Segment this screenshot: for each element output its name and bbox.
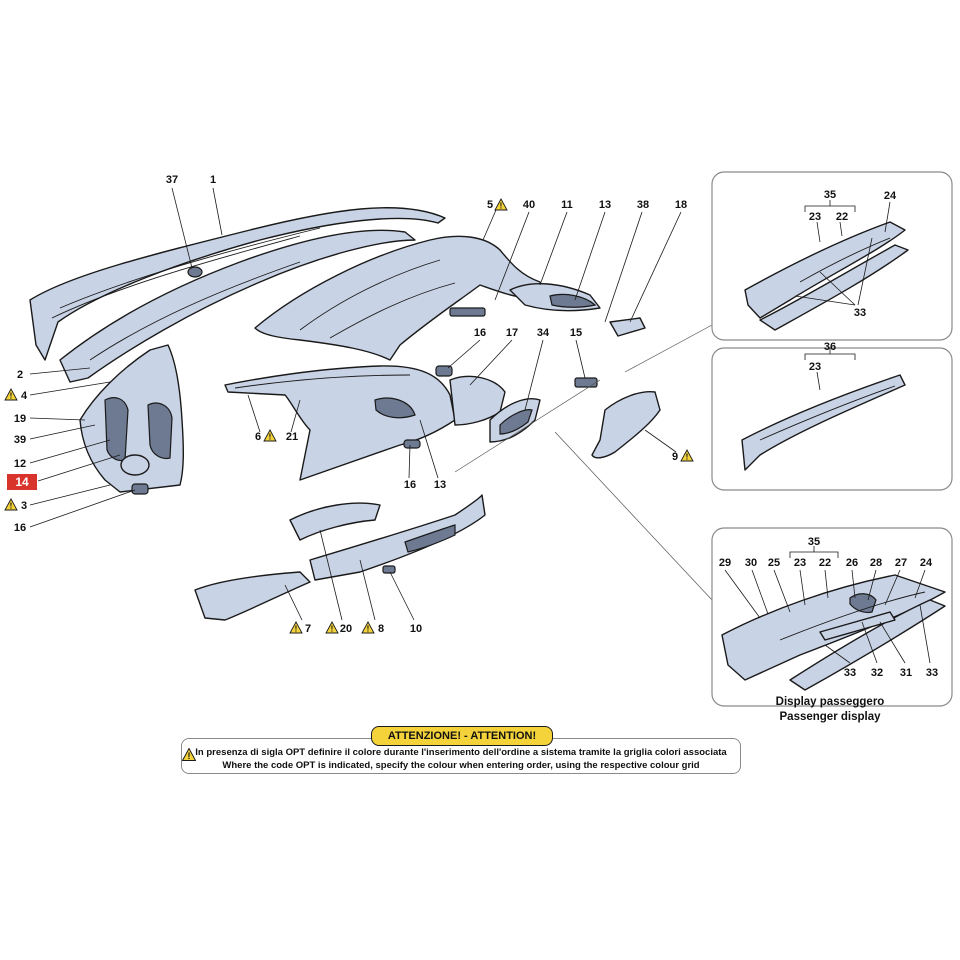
callout-9: 9 (672, 451, 678, 463)
inset-top-callout-35: 35 (824, 189, 836, 201)
callout-11: 11 (561, 199, 573, 211)
part-8-lower-long-trim[interactable] (309, 494, 486, 581)
callout-5: 5 (487, 199, 493, 211)
part-37-dash-panel[interactable] (59, 229, 416, 383)
callout-18: 18 (675, 199, 687, 211)
inset-bottom-callout-26: 26 (846, 557, 858, 569)
warning-icon: ! (182, 748, 196, 761)
inset-bottom-panel: 35 29 30 25 23 22 26 28 27 24 33 32 31 3… (711, 527, 953, 723)
attention-text-english: Where the code OPT is indicated, specify… (222, 760, 700, 771)
callout-4: 4 (21, 390, 28, 402)
part-1-upper-trim[interactable] (29, 207, 446, 361)
inset-bottom-callout-24: 24 (920, 557, 933, 569)
inset-bottom-callout-32: 32 (871, 667, 883, 679)
inset-middle-panel: 36 23 (711, 341, 953, 491)
callout-38: 38 (637, 199, 649, 211)
callout-6: 6 (255, 431, 261, 443)
callout-34: 34 (537, 327, 550, 339)
callout-2: 2 (17, 369, 23, 381)
inset-caption-italian: Display passeggero (776, 696, 885, 708)
part-10-clip[interactable] (382, 565, 396, 574)
callout-16-mid: 16 (404, 479, 416, 491)
inset-bottom-callout-25: 25 (768, 557, 780, 569)
callout-8: 8 (378, 623, 384, 635)
inset-bottom-callout-35: 35 (808, 536, 820, 548)
part-13-upper-vent[interactable] (509, 282, 601, 312)
svg-text:!: ! (188, 751, 191, 761)
inset-bottom-callout-27: 27 (895, 557, 907, 569)
callout-40: 40 (523, 199, 535, 211)
callout-12: 12 (14, 458, 26, 470)
inset-top-callout-24: 24 (884, 190, 897, 202)
callout-1: 1 (210, 174, 216, 186)
inset-bottom-callout-29: 29 (719, 557, 731, 569)
callout-15: 15 (570, 327, 582, 339)
attention-text-italian: In presenza di sigla OPT definire il col… (195, 747, 727, 758)
inset-bottom-callout-28: 28 (870, 557, 882, 569)
part-20-lower-trim[interactable] (289, 502, 381, 541)
inset-top-callout-33: 33 (854, 307, 866, 319)
part-9-right-trim[interactable] (591, 391, 661, 459)
part-2-left-vent-column[interactable] (79, 344, 185, 493)
part-7-lower-left-trim[interactable] (194, 571, 311, 621)
callout-37: 37 (166, 174, 178, 186)
part-6-dashboard-frame[interactable] (224, 365, 456, 481)
callout-16-left: 16 (14, 522, 26, 534)
inset-bottom-callout-30: 30 (745, 557, 757, 569)
callout-10: 10 (410, 623, 422, 635)
part-18-cover[interactable] (609, 317, 646, 337)
part-16-bracket[interactable] (131, 365, 453, 495)
callout-17: 17 (506, 327, 518, 339)
callout-16-top: 16 (474, 327, 486, 339)
callout-13-top: 13 (599, 199, 611, 211)
attention-title: ATTENZIONE! - ATTENTION! (371, 726, 553, 746)
callout-19: 19 (14, 413, 26, 425)
inset-bottom-callout-23: 23 (794, 557, 806, 569)
main-callouts: 37 1 5 40 11 13 38 18 2 4 19 39 12 14 3 … (4, 174, 694, 635)
inset-top-callout-22: 22 (836, 211, 848, 223)
callout-14: 14 (15, 475, 29, 489)
inset-top-callout-23: 23 (809, 211, 821, 223)
callout-39: 39 (14, 434, 26, 446)
inset-mid-callout-23: 23 (809, 361, 821, 373)
callout-13-mid: 13 (434, 479, 446, 491)
part-15-clip[interactable] (574, 377, 598, 388)
callout-14-highlight (7, 474, 37, 490)
inset-bottom-callout-31: 31 (900, 667, 912, 679)
callout-3: 3 (21, 500, 27, 512)
inset-caption-english: Passenger display (780, 711, 882, 723)
part-17-center-vent[interactable] (449, 375, 541, 443)
callout-7: 7 (305, 623, 311, 635)
inset-bottom-callout-33b: 33 (926, 667, 938, 679)
inset-bottom-callout-22: 22 (819, 557, 831, 569)
leader-lines (29, 187, 713, 621)
callout-21: 21 (286, 431, 298, 443)
inset-mid-callout-36: 36 (824, 341, 836, 353)
inset-bottom-callout-33a: 33 (844, 667, 856, 679)
inset-top-panel: 35 23 22 24 33 (711, 171, 953, 341)
callout-20: 20 (340, 623, 352, 635)
